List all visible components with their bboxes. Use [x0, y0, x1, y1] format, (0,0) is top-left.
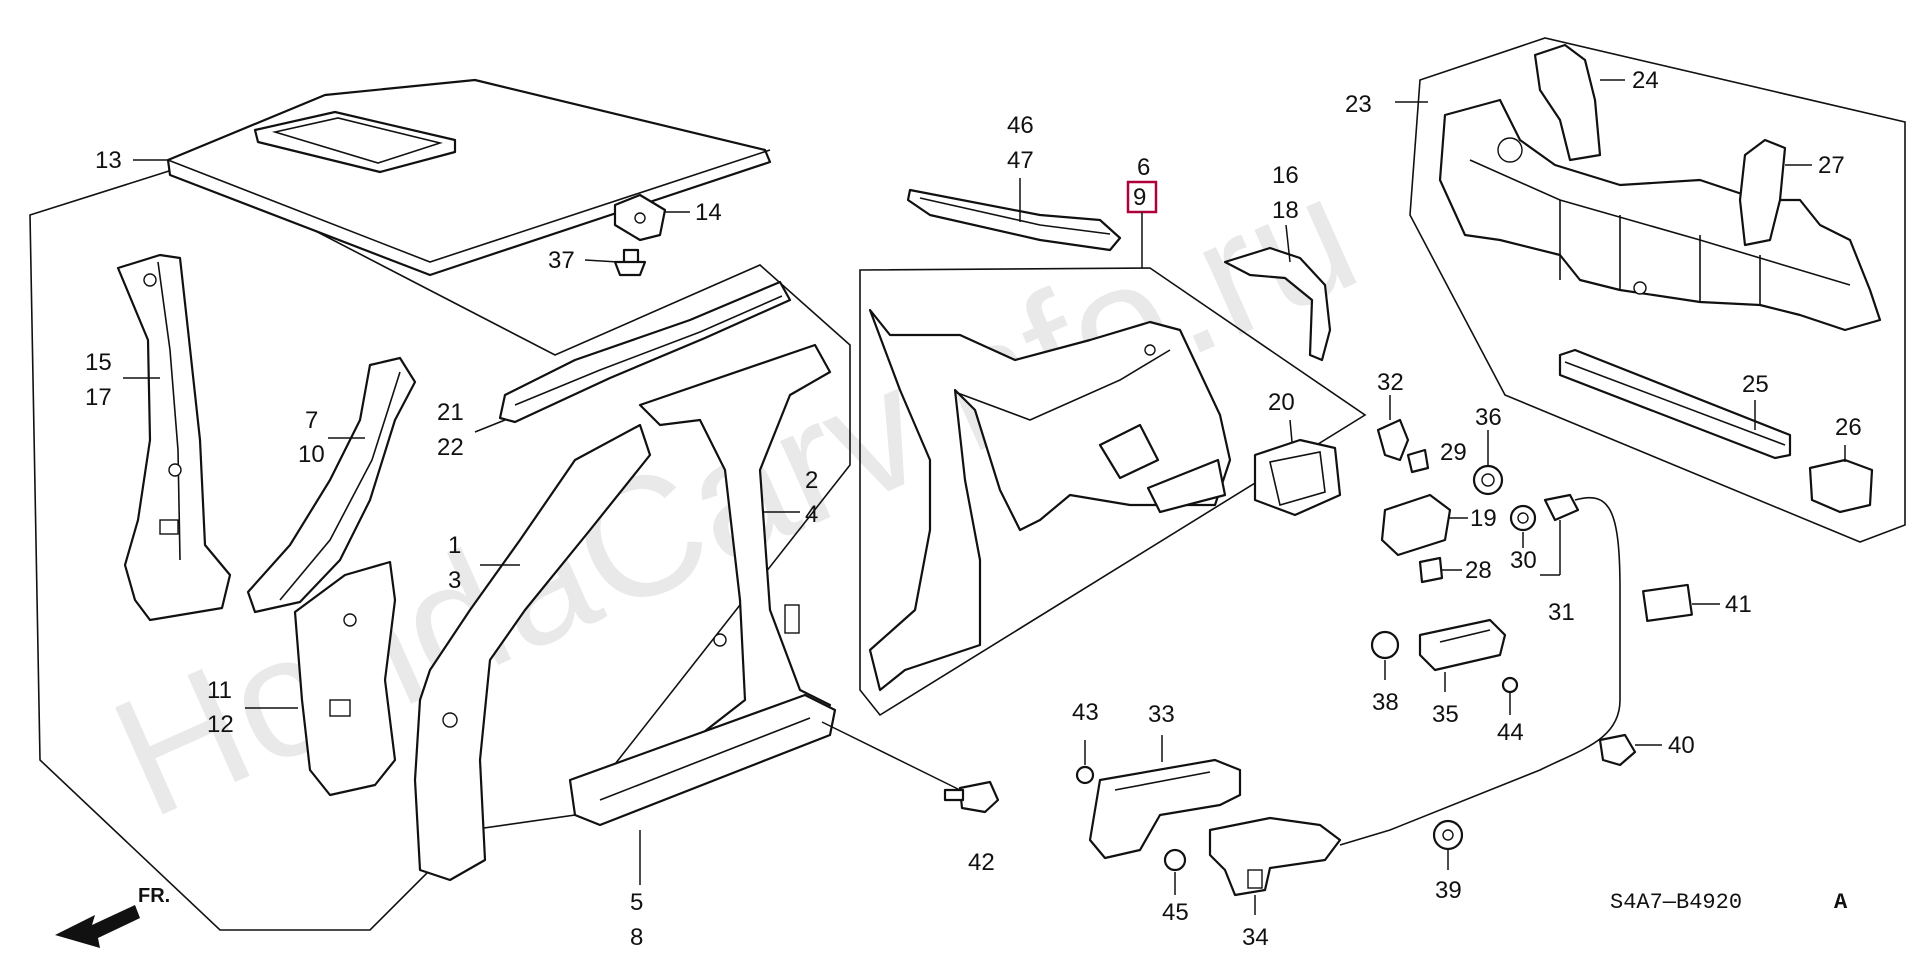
callout-16: 16 — [1272, 162, 1299, 189]
callout-31: 31 — [1548, 599, 1575, 626]
callout-40: 40 — [1668, 732, 1695, 759]
fuel-filler-box[interactable] — [1253, 438, 1342, 517]
callout-17: 17 — [85, 384, 112, 411]
clip-32[interactable] — [1376, 418, 1410, 462]
callout-8: 8 — [630, 924, 643, 951]
side-panel-outer[interactable] — [413, 343, 837, 882]
callout-28: 28 — [1465, 557, 1492, 584]
callout-9: 9 — [1133, 184, 1146, 211]
fuel-lid[interactable] — [1380, 493, 1452, 557]
callout-26: 26 — [1835, 414, 1862, 441]
callout-27: 27 — [1818, 152, 1845, 179]
handle-housing[interactable] — [1088, 758, 1242, 860]
callout-6: 6 — [1137, 154, 1150, 181]
callout-37: 37 — [548, 247, 575, 274]
callout-43: 43 — [1072, 699, 1099, 726]
lower-crossmember[interactable] — [1558, 348, 1792, 460]
callout-10: 10 — [298, 441, 325, 468]
callout-21: 21 — [437, 399, 464, 426]
callout-1: 1 — [448, 532, 461, 559]
callout-18: 18 — [1272, 197, 1299, 224]
rear-panel[interactable] — [1438, 98, 1882, 332]
hinge-16[interactable] — [1223, 246, 1332, 362]
callout-19: 19 — [1470, 505, 1497, 532]
front-direction-arrow: FR. — [55, 885, 170, 948]
callout-44: 44 — [1497, 719, 1524, 746]
screw-43[interactable] — [1075, 765, 1095, 785]
callout-41: 41 — [1725, 591, 1752, 618]
callout-25: 25 — [1742, 371, 1769, 398]
quarter-panel-group-outline — [859, 267, 1367, 717]
callout-42: 42 — [968, 849, 995, 876]
callout-20: 20 — [1268, 389, 1295, 416]
callout-3: 3 — [448, 567, 461, 594]
rear-panel-group-outline — [1409, 37, 1906, 543]
roof-bracket[interactable] — [613, 193, 667, 242]
callout-38: 38 — [1372, 689, 1399, 716]
clip-26[interactable] — [1808, 458, 1874, 514]
callout-33: 33 — [1148, 701, 1175, 728]
bolt-37[interactable] — [613, 248, 647, 277]
clip-40[interactable] — [1598, 733, 1637, 767]
rear-quarter-panel[interactable] — [868, 308, 1232, 692]
callout-12: 12 — [207, 711, 234, 738]
clip-29[interactable] — [1406, 448, 1430, 474]
callout-30: 30 — [1510, 547, 1537, 574]
left-group-outline — [29, 164, 851, 931]
bolt-42[interactable] — [943, 780, 1000, 814]
callout-13: 13 — [95, 147, 122, 174]
latch-assembly[interactable] — [1208, 816, 1342, 897]
roof-panel[interactable] — [166, 78, 772, 277]
grommet-38[interactable] — [1370, 630, 1400, 660]
pillar-inner-15[interactable] — [116, 253, 232, 622]
diagram-code: S4A7—B4920 — [1610, 890, 1742, 915]
pillar-7[interactable] — [246, 356, 417, 614]
rear-shelf-strip[interactable] — [906, 188, 1122, 252]
callout-46: 46 — [1007, 112, 1034, 139]
pillar-lower-11[interactable] — [293, 560, 397, 797]
callout-32: 32 — [1377, 369, 1404, 396]
callout-5: 5 — [630, 889, 643, 916]
callout-35: 35 — [1432, 701, 1459, 728]
callout-36: 36 — [1475, 404, 1502, 431]
grommet-36[interactable] — [1472, 464, 1504, 496]
callout-47: 47 — [1007, 147, 1034, 174]
callout-7: 7 — [305, 407, 318, 434]
callout-29: 29 — [1440, 439, 1467, 466]
grommet-39[interactable] — [1432, 819, 1464, 851]
callout-34: 34 — [1242, 924, 1269, 951]
callout-24: 24 — [1632, 67, 1659, 94]
bracket-27[interactable] — [1738, 138, 1787, 247]
callout-39: 39 — [1435, 877, 1462, 904]
diagram-rev: A — [1834, 890, 1848, 915]
callout-11: 11 — [207, 677, 232, 704]
screw-45[interactable] — [1163, 848, 1187, 872]
callout-4: 4 — [805, 501, 818, 528]
callout-45: 45 — [1162, 899, 1189, 926]
latch-35[interactable] — [1418, 618, 1507, 672]
callout-23: 23 — [1345, 91, 1372, 118]
callout-2: 2 — [805, 467, 818, 494]
roof-rail[interactable] — [498, 280, 792, 424]
pad-41[interactable] — [1642, 583, 1693, 623]
fr-label: FR. — [138, 885, 170, 907]
clip-28[interactable] — [1418, 556, 1444, 584]
bracket-24[interactable] — [1533, 43, 1602, 162]
callout-15: 15 — [85, 349, 112, 376]
screw-44[interactable] — [1501, 676, 1519, 694]
opener-cable[interactable] — [1339, 493, 1621, 846]
callout-22: 22 — [437, 434, 464, 461]
washer-30[interactable] — [1509, 504, 1537, 532]
callout-14: 14 — [695, 199, 722, 226]
